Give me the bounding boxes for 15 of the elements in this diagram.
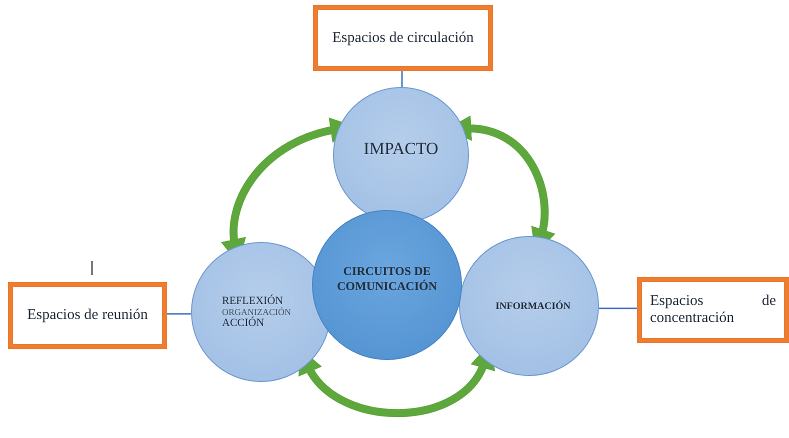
node-label: CIRCUITOS DE COMUNICACIÓN xyxy=(336,264,438,294)
node-label: INFORMACIÓN xyxy=(496,300,570,312)
node-label: IMPACTO xyxy=(364,139,438,159)
node-label: Espacios de circulación xyxy=(331,30,475,46)
label-box xyxy=(313,5,493,71)
connector-line xyxy=(598,308,637,310)
connector-line xyxy=(401,71,403,87)
connector-line xyxy=(167,313,192,315)
node-label: ACCIÓN xyxy=(222,317,264,329)
node-label: REFLEXIÓN xyxy=(222,295,284,307)
label-box xyxy=(637,277,789,343)
node-label: ORGANIZACIÓN xyxy=(222,307,291,317)
node-label: Espacios de reunión xyxy=(26,307,149,324)
node-label: Espacios de concentración xyxy=(650,293,776,327)
label-box xyxy=(8,282,167,349)
